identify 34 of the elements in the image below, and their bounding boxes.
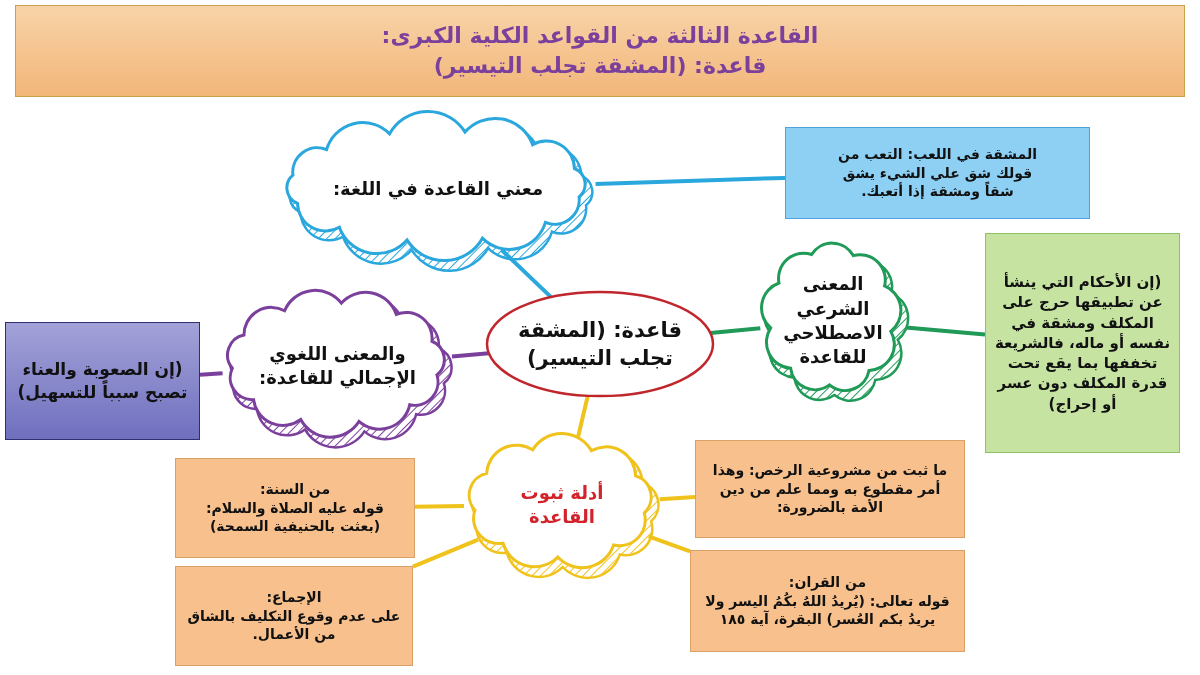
title-text: القاعدة الثالثة من القواعد الكلية الكبرى: bbox=[381, 22, 819, 51]
evidence-box bbox=[175, 458, 415, 558]
evidence-heading: ما ثبت من مشروعية الرخص: وهذا أمر مقطوع به ومما علم من دين الأمة بالضرورة: bbox=[711, 460, 949, 518]
connector-line bbox=[710, 326, 761, 336]
cloud-text: معني القاعدة في اللغة: bbox=[332, 176, 544, 202]
definition-text: (إن الصعوبة والعناء تصبح سبباً للتسهيل) bbox=[16, 358, 189, 404]
cloud-text: والمعنى اللغوي الإجمالي للقاعدة: bbox=[258, 341, 417, 391]
subtitle-text: قاعدة: (المشقة تجلب التيسير) bbox=[433, 52, 767, 81]
rule-text: قاعدة: (المشقة تجلب التيسير) bbox=[516, 316, 684, 372]
connector-line bbox=[595, 175, 786, 186]
cloud-text: المعنى الشرعي الاصطلاحي للقاعدة bbox=[782, 272, 884, 370]
evidence-heading: من القران: bbox=[788, 572, 867, 592]
title-banner bbox=[15, 5, 1185, 97]
evidence-text: قوله عليه الصلاة والسلام: (بعثت بالحنيفية السمحة) bbox=[204, 498, 385, 537]
evidence-box bbox=[175, 566, 413, 666]
evidence-text: على عدم وقوع التكليف بالشاق من الأعمال. bbox=[186, 606, 402, 645]
definition-box bbox=[785, 127, 1090, 219]
connector-line bbox=[199, 371, 223, 377]
definition-text: المشقة في اللعب: التعب من قولك شق علي الشيء يشق شقاً ومشقة إذا أتعبك. bbox=[837, 144, 1038, 202]
connector-line bbox=[575, 395, 590, 440]
connector-line bbox=[451, 351, 489, 359]
evidence-text: قوله تعالى: (يُريدُ اللهُ بكُمُ اليسر ولا يريدُ بكم العُسر) البقرة، آية ١٨٥ bbox=[704, 591, 951, 630]
connector-line bbox=[905, 325, 986, 337]
definition-box bbox=[985, 233, 1180, 453]
evidence-heading: من السنة: bbox=[259, 479, 331, 499]
definition-box bbox=[5, 322, 200, 440]
connector-line bbox=[414, 504, 465, 509]
connector-line bbox=[659, 495, 696, 502]
definition-text: (إن الأحكام التي ينشأ عن تطبيقها حرج على المكلف ومشقة في نفسه أو ماله، فالشريعة تخففها بما يقع تحت قدرة المكلف دون عسر أو إحراج) bbox=[994, 272, 1171, 414]
evidence-box bbox=[695, 440, 965, 538]
cloud-text: أدلة ثبوت القاعدة bbox=[519, 480, 605, 529]
evidence-box bbox=[690, 550, 965, 652]
evidence-heading: الإجماع: bbox=[266, 587, 322, 607]
connector-line bbox=[412, 537, 479, 569]
